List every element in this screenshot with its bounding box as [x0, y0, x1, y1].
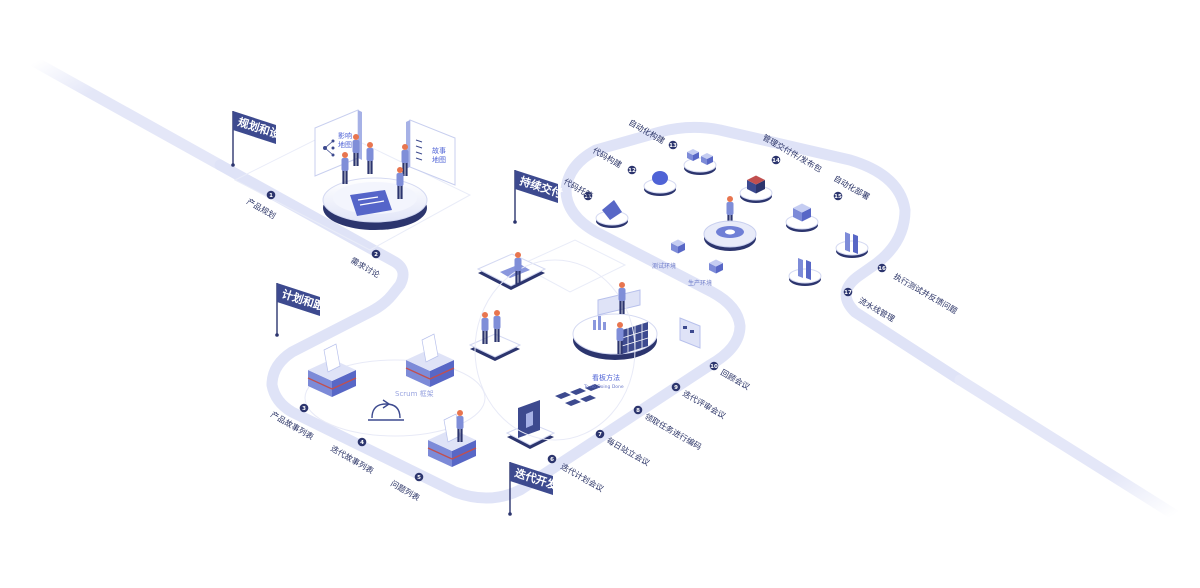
scrum-label: Scrum 框架	[395, 389, 434, 398]
pipeline-disc	[836, 232, 868, 258]
wall-chart	[680, 318, 700, 348]
step-number: 17	[844, 290, 852, 296]
flag-plan-design: 规划和设计	[231, 111, 293, 167]
step-number: 5	[417, 475, 421, 481]
step-number: 3	[302, 406, 306, 412]
code-repo-disc	[596, 200, 628, 228]
step-number: 14	[772, 158, 780, 164]
flag-label: 规划和设计	[236, 115, 293, 145]
review-platform	[507, 400, 554, 449]
step-number: 10	[710, 364, 718, 370]
step-label: 回顾会议	[719, 367, 752, 392]
flag-continuous-delivery: 持续交付	[513, 170, 564, 224]
step-number: 15	[834, 194, 842, 200]
step-label: 迭代计划会议	[559, 461, 606, 494]
product-backlog-box	[308, 344, 356, 397]
artifact-disc	[740, 176, 772, 204]
step-number: 9	[674, 385, 678, 391]
step-number: 16	[878, 266, 886, 272]
kanban-label: 看板方法	[592, 373, 620, 382]
story-map-board: 故事 地图	[406, 120, 455, 185]
step-number: 8	[636, 408, 640, 414]
step-number: 12	[628, 168, 636, 174]
gear-platform	[704, 221, 756, 251]
issue-list-box	[428, 414, 476, 467]
kanban-platform	[573, 290, 657, 360]
test-env-label: 测试环境	[652, 262, 676, 270]
flow-path	[35, 62, 1175, 515]
impact-map-line1: 影响	[338, 131, 352, 140]
step-number: 13	[669, 143, 677, 149]
step-number: 7	[598, 432, 602, 438]
deploy-disc	[786, 204, 818, 233]
auto-build-disc	[684, 149, 716, 175]
step-number: 2	[374, 252, 378, 258]
step-label: 问题列表	[389, 478, 422, 503]
prod-env-box	[709, 260, 723, 274]
code-build-disc	[644, 171, 676, 196]
step-label: 执行测试并反馈问题	[892, 271, 959, 316]
step-number: 4	[360, 440, 364, 446]
test-env-box	[671, 240, 685, 254]
person	[367, 142, 374, 174]
gear-icon	[716, 226, 744, 238]
test-feedback-disc	[789, 258, 821, 286]
step-number: 1	[269, 193, 273, 199]
step-number: 6	[550, 457, 554, 463]
step-label: 迭代评审会议	[681, 388, 728, 421]
scrum-icon	[368, 400, 404, 420]
impact-map-line2: 地图	[338, 140, 352, 149]
iteration-backlog-box	[406, 334, 454, 387]
step-16: 16 执行测试并反馈问题	[878, 264, 960, 316]
step-label: 领取任务进行编码	[643, 411, 703, 452]
dev-platform-top	[478, 254, 545, 290]
kanban-sub-label: To do Doing Done	[583, 384, 624, 390]
delivery-items	[596, 149, 868, 286]
story-map-line2: 地图	[432, 155, 446, 164]
step-label: 需求讨论	[349, 255, 382, 280]
flag-label: 计划和跟踪	[280, 287, 337, 317]
step-label: 每日站立会议	[605, 435, 652, 468]
prod-env-label: 生产环境	[688, 279, 712, 287]
story-map-line1: 故事	[432, 146, 446, 155]
